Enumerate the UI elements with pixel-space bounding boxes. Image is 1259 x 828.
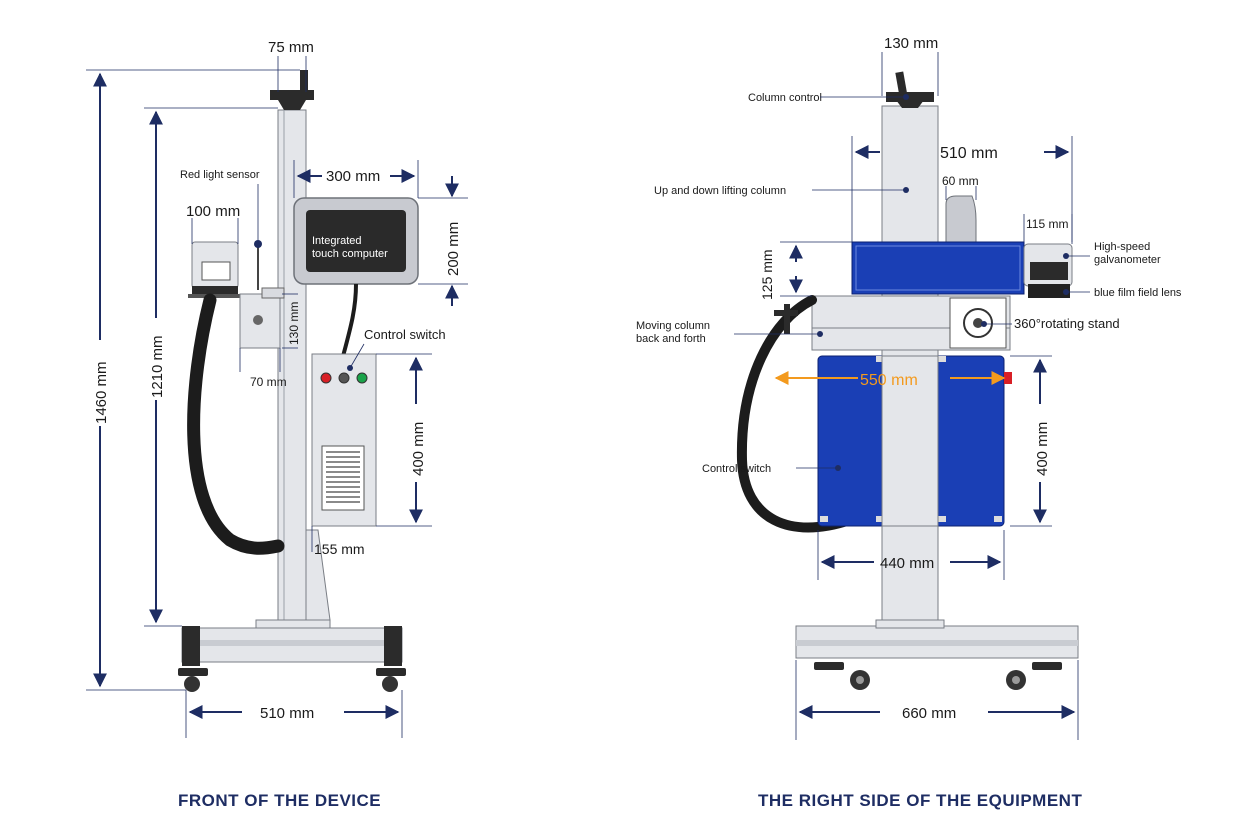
side-label-moving-1: Moving column (636, 320, 710, 332)
front-dim-galvo: 100 mm (186, 203, 240, 220)
gray-switch-icon (338, 372, 350, 384)
red-switch-icon (320, 372, 332, 384)
front-dim-base: 510 mm (260, 705, 314, 722)
front-dim-box-width: 155 mm (314, 541, 365, 557)
front-label-sensor: Red light sensor (180, 169, 260, 181)
front-top-cap (270, 90, 314, 100)
side-label-rotating: 360°rotating stand (1014, 316, 1120, 331)
front-hose (187, 293, 285, 555)
side-dim-top: 130 mm (884, 35, 938, 52)
front-feet (178, 668, 406, 692)
screen-label-1: Integrated (312, 235, 362, 247)
front-dim-bracket-w: 70 mm (250, 375, 287, 389)
side-label-control: Control switch (702, 463, 771, 475)
side-blue-head (851, 241, 1025, 295)
front-view: Integrated touch computer 75 mm 1460 mm (86, 39, 468, 810)
side-label-column-control: Column control (748, 92, 822, 104)
screen-label-2: touch computer (312, 248, 388, 260)
side-dim-head-height: 125 mm (759, 249, 775, 300)
front-dim-screen-width: 300 mm (326, 168, 380, 185)
side-dim-galvo: 115 mm (1026, 217, 1068, 231)
green-switch-icon (356, 372, 368, 384)
front-label-control: Control switch (364, 327, 446, 342)
side-dim-box-width: 440 mm (880, 555, 934, 572)
side-dim-box-height: 400 mm (1034, 422, 1051, 476)
side-dim-reach: 550 mm (860, 372, 918, 389)
side-dim-monitor: 60 mm (942, 174, 979, 188)
front-dim-screen-height: 200 mm (445, 222, 462, 276)
front-dim-height-total: 1460 mm (93, 361, 110, 424)
front-dim-bracket-h: 130 mm (287, 302, 301, 345)
side-hose (736, 295, 855, 533)
side-view: 130 mm 510 mm 60 mm 115 mm 125 mm 550 mm… (636, 35, 1182, 810)
side-dim-base: 660 mm (902, 705, 956, 722)
side-feet (814, 662, 1062, 690)
front-dim-box-height: 400 mm (410, 422, 427, 476)
side-label-moving-2: back and forth (636, 333, 706, 345)
side-label-galvo-1: High-speed (1094, 241, 1150, 253)
side-caption: THE RIGHT SIDE OF THE EQUIPMENT (758, 791, 1082, 810)
front-vent (321, 445, 365, 511)
side-label-galvo-2: galvanometer (1094, 254, 1161, 266)
front-dim-height-column: 1210 mm (149, 335, 166, 398)
front-caption: FRONT OF THE DEVICE (178, 791, 381, 810)
front-dim-top: 75 mm (268, 39, 314, 56)
side-field-lens (1028, 284, 1070, 298)
side-label-lens: blue film field lens (1094, 287, 1182, 299)
side-dim-head-width: 510 mm (940, 145, 998, 162)
side-label-lifting: Up and down lifting column (654, 185, 786, 197)
